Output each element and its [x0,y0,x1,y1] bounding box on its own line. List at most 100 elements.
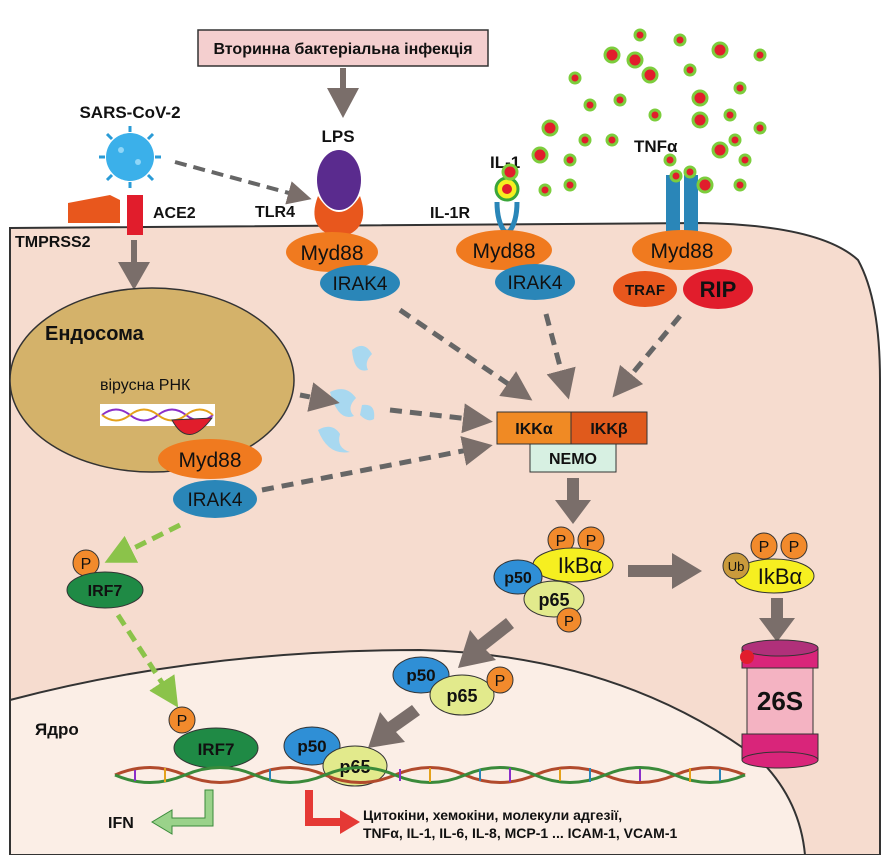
cytokine-particle [733,81,747,95]
tnf-receptor-left [666,175,680,233]
irak4-il1r [495,264,575,300]
cytokine-particle [663,153,677,167]
arrow-tnfr-ikk [612,314,682,398]
p50-1 [493,559,543,595]
virus-icon [99,126,161,188]
p65-1-label: p65 [538,590,569,610]
irak4-il1r-label: IRAK4 [508,273,563,294]
p50-3-label: p50 [297,737,326,756]
cytokine-particle [738,153,752,167]
irak4-endosome [173,480,257,518]
p65-2 [429,674,495,716]
cytokine-particle [711,41,729,59]
irak4-tlr4-label: IRAK4 [333,274,388,295]
cytokine-particles [501,28,767,197]
output-line1: Цитокіни, хемокіни, молекули адгезії, [363,807,622,823]
ubiquitin [722,552,750,580]
p50-3 [283,726,341,766]
arrow-ace2-endosome [118,240,150,290]
traf-label: TRAF [625,282,665,299]
arrow-irf7-nucleus [115,613,179,708]
phospho-irf7-1-label: P [81,556,92,573]
myd88-il1r [456,230,552,270]
arrow-endosome-rna [299,382,340,412]
cytokine-particle [626,51,644,69]
ace2-receptor [127,195,143,235]
phospho-4-label: P [759,539,770,556]
arrow-ifn [151,789,214,835]
cytokine-particle [683,63,697,77]
tmprss2-label: TMPRSS2 [15,234,91,251]
cytokine-particle [683,165,697,179]
arrow-il1r-ikk [543,313,576,400]
cytokine-particle [691,89,709,107]
myd88-tnfr [632,230,732,270]
lps-molecule [317,150,361,210]
myd88-tnfr-label: Myd88 [650,240,713,263]
lps-label: LPS [321,127,354,146]
nemo-box [529,443,617,473]
arrow-irak4-irf7 [104,522,182,563]
ifn-label: IFN [108,815,134,832]
cytokine-particle [603,46,621,64]
arrow-release-nfkb [458,618,514,668]
output-line2: TNFα, IL-1, IL-6, IL-8, MCP-1 ... ICAM-1… [363,825,677,841]
traf [613,271,677,307]
tlr4-receptor [314,196,364,238]
ubiquitin-label: Ub [728,559,745,574]
cytokine-particle [563,178,577,192]
cytokine-particle [633,28,647,42]
arrow-infection-lps [327,68,359,118]
tnf-receptor-right [684,175,698,233]
cytokine-particle [673,33,687,47]
cytokine-particle [541,119,559,137]
secondary-infection-box [197,29,489,67]
cytokine-particle [696,176,714,194]
myd88-tlr4 [286,232,378,272]
endosome [9,287,295,473]
dna-icon [114,766,746,784]
phospho-5 [780,532,808,560]
ikba-1-label: IkBα [558,553,603,578]
arrow-ikk-ikba [555,478,591,524]
ikba-2-label: IkBα [758,564,803,589]
secondary-infection-label: Вторинна бактеріальна інфекція [213,41,472,58]
cytokine-particle [669,169,683,183]
arrow-tlr4-ikk [398,307,533,401]
rip-label: RIP [700,277,737,302]
p50-1-label: p50 [504,570,532,587]
p65-3 [322,745,388,787]
il1r-label: IL-1R [430,205,470,222]
arrow-nfkb-nucleus [368,705,420,748]
cytokine-particle [691,111,709,129]
irf7-2-label: IRF7 [198,740,235,759]
tnfa-label: TNFα [634,137,678,156]
cytokine-particle [753,48,767,62]
ace2-label: ACE2 [153,205,196,222]
phospho-irf7-2 [168,706,196,734]
endosome-label: Ендосома [45,323,145,345]
phospho-1-label: P [556,533,567,550]
virus-label: SARS-CoV-2 [79,103,180,122]
nucleus-label: Ядро [35,720,79,739]
phospho-irf7-2-label: P [177,713,188,730]
cytokine-particle [728,133,742,147]
ikkb-label: IKKβ [590,421,628,438]
cytokine-particle [538,183,552,197]
phospho-3 [556,607,582,633]
proteasome-26s [740,639,819,769]
nemo-label: NEMO [549,451,597,468]
cytokine-particle [563,153,577,167]
cytokine-particle [605,133,619,147]
phospho-6 [486,666,514,694]
cytokine-particle [613,93,627,107]
cytokine-particle [568,71,582,85]
myd88-endosome-label: Myd88 [178,449,241,472]
cytokine-particle [583,98,597,112]
irf7-1-label: IRF7 [88,583,123,600]
arrow-ikba-ub [628,553,702,589]
phospho-5-label: P [789,539,800,556]
phospho-6-label: P [495,673,506,690]
tmprss2-protein [68,195,120,223]
p50-2-label: p50 [406,666,435,685]
